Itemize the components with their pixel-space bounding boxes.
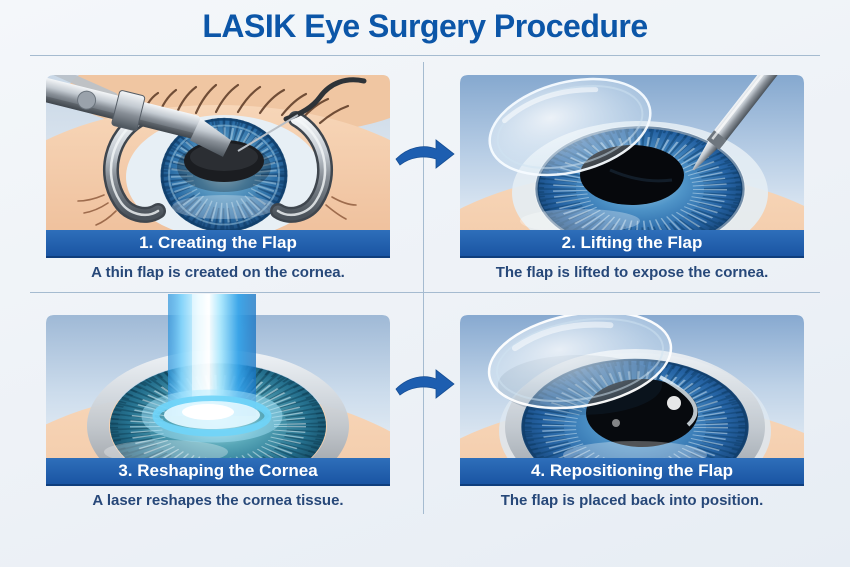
- step1-to-step2-arrow-icon: [395, 139, 455, 169]
- step2-caption: The flap is lifted to expose the cornea.: [495, 264, 769, 281]
- title-divider: [30, 55, 820, 56]
- step3-panel: 3. Reshaping the Cornea A laser reshapes…: [46, 294, 390, 509]
- column-divider: [423, 62, 424, 514]
- step2-panel: 2. Lifting the Flap The flap is lifted t…: [460, 75, 804, 281]
- step3-caption: A laser reshapes the cornea tissue.: [92, 492, 344, 509]
- page-title: LASIK Eye Surgery Procedure: [202, 8, 648, 44]
- step2-eye-illustration: [460, 75, 804, 230]
- step2-art: [460, 75, 804, 230]
- step1-panel: 1. Creating the Flap A thin flap is crea…: [46, 75, 390, 281]
- step3-banner: 3. Reshaping the Cornea: [46, 458, 390, 486]
- step3-art: [46, 294, 390, 458]
- step4-caption: The flap is placed back into position.: [500, 492, 764, 509]
- step4-panel: 4. Repositioning the Flap The flap is pl…: [460, 315, 804, 509]
- step3-eye-illustration: [46, 294, 390, 458]
- step1-art: [46, 75, 390, 230]
- step1-banner: 1. Creating the Flap: [46, 230, 390, 258]
- step4-eye-illustration: [460, 315, 804, 458]
- step1-eye-illustration: [46, 75, 390, 230]
- step4-banner: 4. Repositioning the Flap: [460, 458, 804, 486]
- step2-banner: 2. Lifting the Flap: [460, 230, 804, 258]
- step4-art: [460, 315, 804, 458]
- step3-to-step4-arrow-icon: [395, 369, 455, 399]
- row-divider: [30, 292, 820, 293]
- step1-caption: A thin flap is created on the cornea.: [91, 264, 345, 281]
